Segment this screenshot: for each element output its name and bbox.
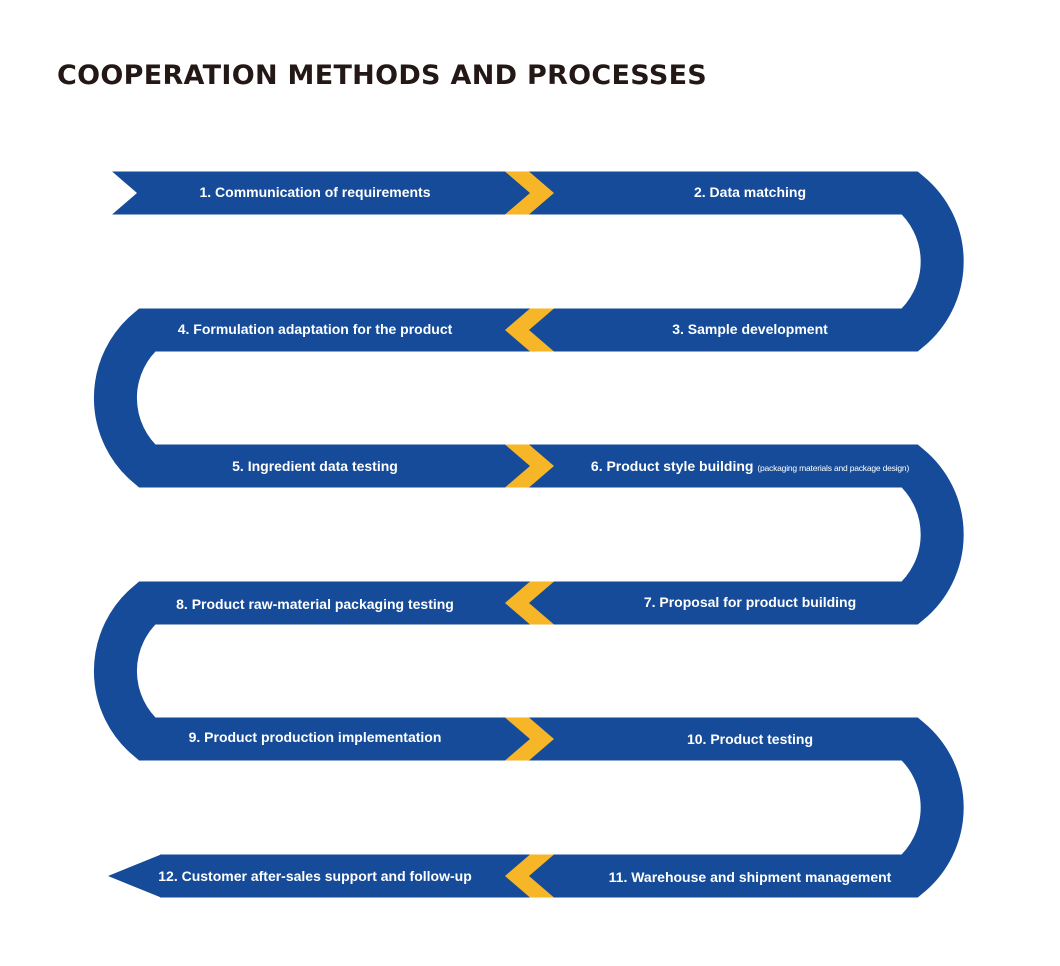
page-title: COOPERATION METHODS AND PROCESSES <box>57 60 708 91</box>
chevron-right-icon <box>505 171 554 215</box>
step-label: 1. Communication of requirements <box>199 184 431 200</box>
chevron-left-icon <box>505 854 554 898</box>
step-label: 2. Data matching <box>693 184 807 200</box>
step-label: 6. Product style building <box>590 458 754 474</box>
flow-band <box>93 171 964 898</box>
step-label: 12. Customer after-sales support and fol… <box>158 868 472 884</box>
step-label: 5. Ingredient data testing <box>232 458 398 474</box>
chevron-left-icon <box>505 308 554 352</box>
step-label: 7. Proposal for product building <box>643 594 857 610</box>
step-label-group: 6. Product style building (packaging mat… <box>540 457 960 477</box>
step-label: 3. Sample development <box>672 321 828 337</box>
step-note: (packaging materials and package design) <box>757 463 910 473</box>
chevron-left-icon <box>505 581 554 625</box>
step-label: 4. Formulation adaptation for the produc… <box>177 321 453 337</box>
step-label: 9. Product production implementation <box>188 729 442 745</box>
step-label: 10. Product testing <box>686 731 814 747</box>
step-label: 11. Warehouse and shipment management <box>608 869 892 885</box>
flow-end-arrowhead <box>108 854 161 898</box>
flow-start-notch <box>90 168 137 218</box>
chevron-right-icon <box>505 717 554 761</box>
step-label: 8. Product raw-material packaging testin… <box>176 596 454 612</box>
chevron-right-icon <box>505 444 554 488</box>
